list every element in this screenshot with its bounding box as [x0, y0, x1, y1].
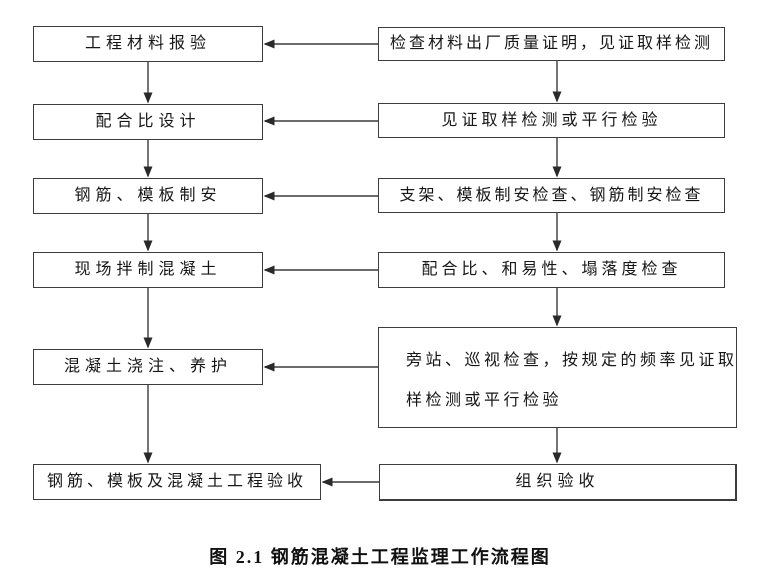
- flow-box-support-formwork-rebar-check: 支架、模板制安检查、钢筋制安检查: [378, 178, 725, 213]
- flow-box-rebar-formwork-install: 钢筋、模板制安: [33, 178, 263, 214]
- flow-box-organize-acceptance: 组织验收: [379, 464, 737, 501]
- flow-box-check-factory-certificate: 检查材料出厂质量证明，见证取样检测: [378, 27, 725, 61]
- flow-box-side-station-line1: 旁站、巡视检查，按规定的频率见证取: [406, 352, 738, 369]
- flow-box-onsite-concrete-mixing: 现场拌制混凝土: [33, 252, 263, 288]
- flow-box-mix-proportion-design: 配合比设计: [33, 104, 263, 140]
- flow-box-side-station-inspection: 旁站、巡视检查，按规定的频率见证取 样检测或平行检验: [378, 327, 737, 428]
- flow-box-witness-sampling-test: 见证取样检测或平行检验: [378, 103, 725, 138]
- flow-box-material-submission: 工程材料报验: [33, 26, 263, 62]
- flow-box-mix-workability-slump-check: 配合比、和易性、塌落度检查: [378, 252, 725, 288]
- flow-box-works-acceptance: 钢筋、模板及混凝土工程验收: [33, 464, 321, 500]
- flow-box-side-station-line2: 样检测或平行检验: [406, 392, 563, 409]
- flow-box-concrete-pouring-curing: 混凝土浇注、养护: [33, 349, 263, 385]
- figure-caption: 图 2.1 钢筋混凝土工程监理工作流程图: [209, 547, 551, 567]
